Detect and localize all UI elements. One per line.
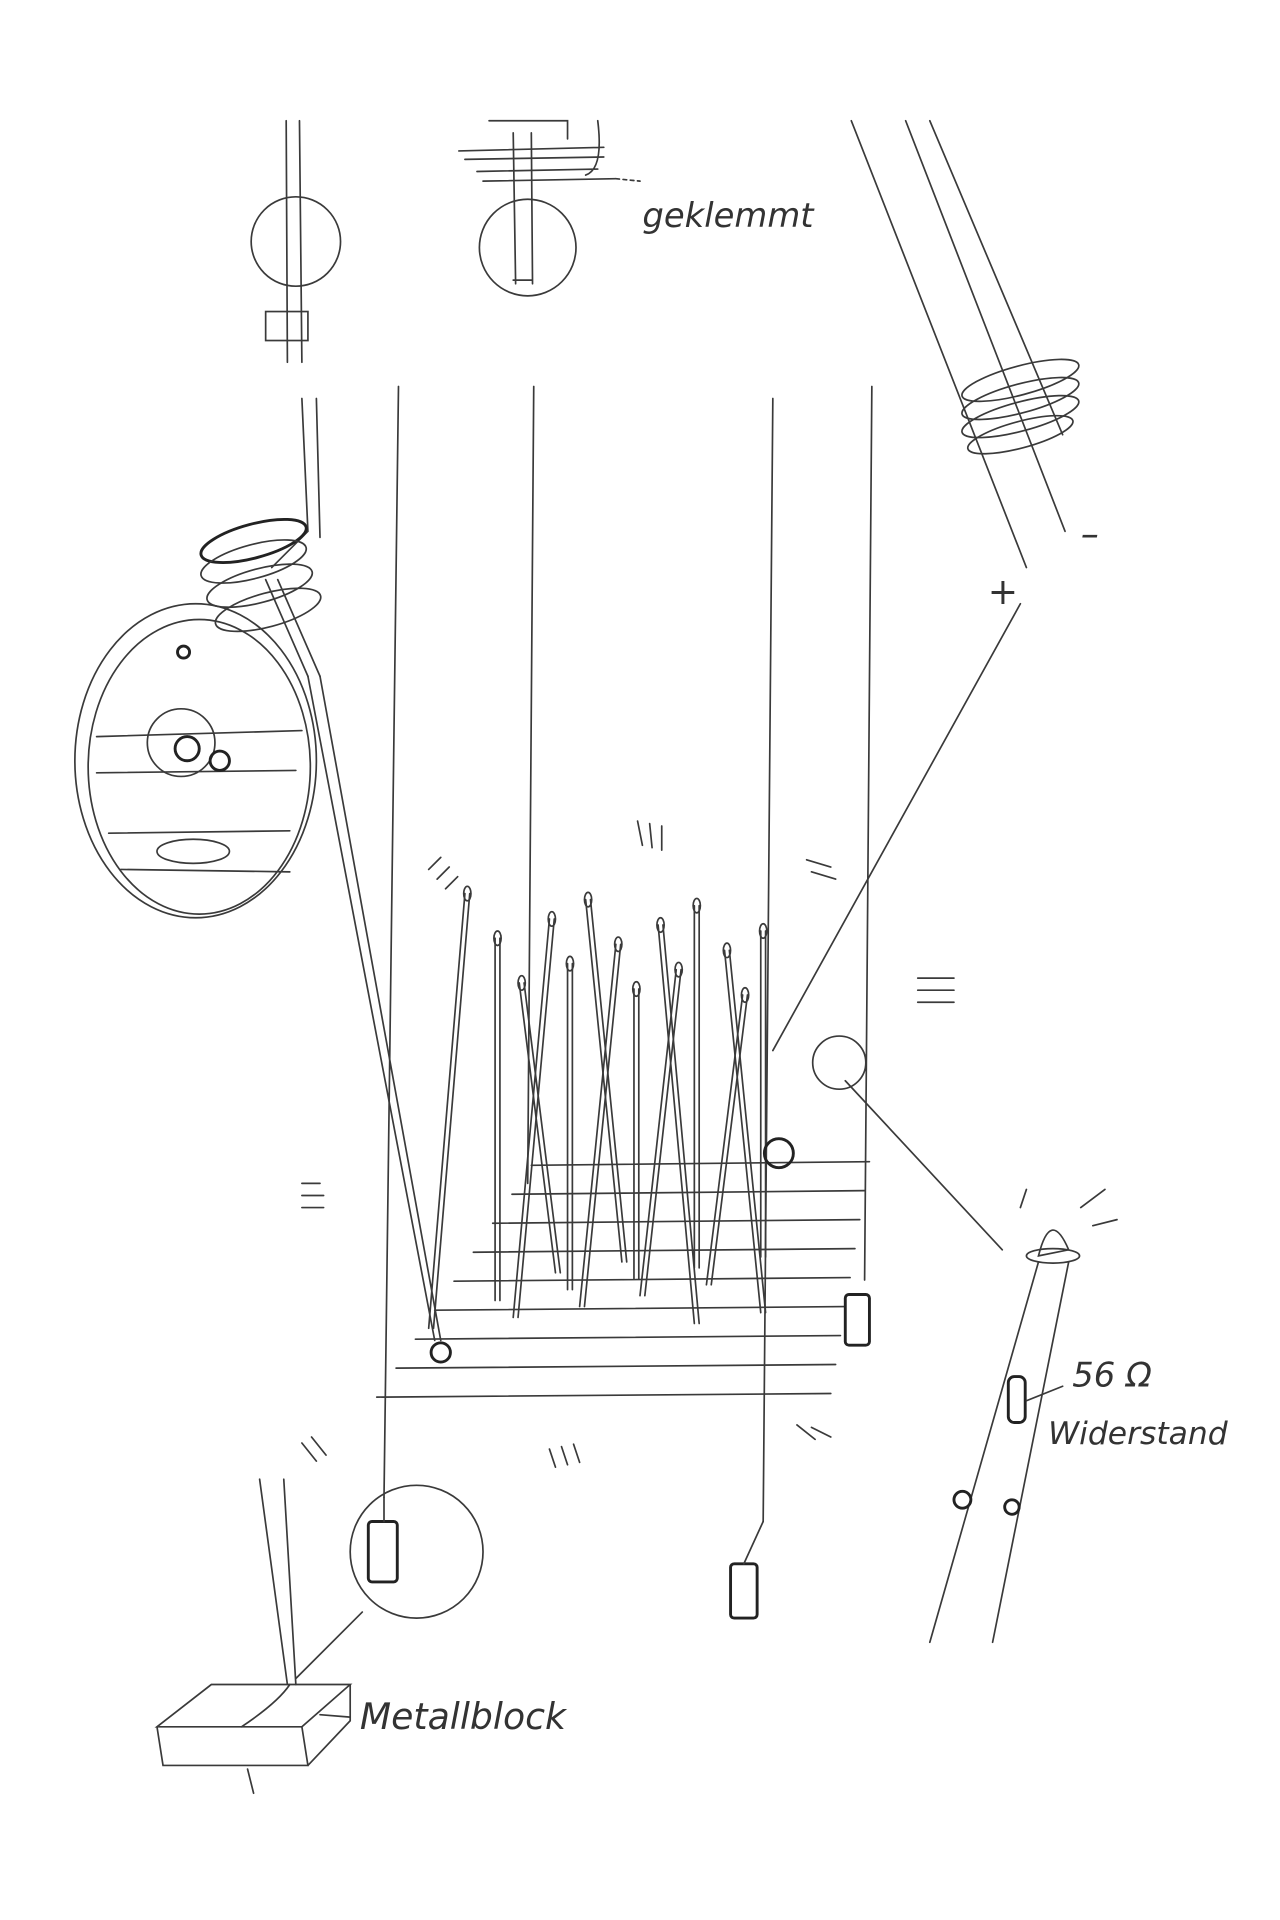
stick-tip	[462, 885, 472, 902]
grid-line	[433, 1305, 847, 1312]
stick-tip	[565, 955, 575, 972]
metal-block-label: Metallblock	[360, 1695, 568, 1738]
grid-line	[395, 1363, 837, 1369]
coil-tube: – +	[771, 119, 1099, 1052]
resistor-word-label: Widerstand	[1048, 1416, 1229, 1452]
stick	[723, 949, 767, 1314]
clamp-note-label: geklemmt	[642, 196, 815, 235]
metal-block: Metallblock	[154, 1478, 568, 1795]
stick-tip	[758, 922, 768, 940]
grid-line	[472, 1247, 856, 1254]
left-pendulum	[250, 119, 342, 364]
stick	[639, 968, 682, 1297]
stick	[578, 943, 622, 1308]
stick	[494, 937, 501, 1302]
stick	[518, 982, 562, 1274]
grid-line	[491, 1218, 861, 1225]
stick-tip	[493, 930, 502, 947]
suspension-threads	[383, 385, 873, 1523]
grid-line	[511, 1189, 866, 1196]
grid-line	[453, 1276, 851, 1283]
stick	[633, 988, 640, 1280]
cans	[349, 1035, 1004, 1620]
stick-tip	[656, 916, 665, 934]
led-resistor: 56 Ω Widerstand	[928, 1188, 1229, 1644]
stick-tip	[613, 936, 623, 953]
stick-tip	[547, 910, 557, 928]
clamped-pendulum: geklemmt	[458, 119, 815, 297]
stick	[427, 892, 471, 1330]
stick-tip	[631, 980, 641, 998]
stick	[759, 930, 767, 1258]
resistor-value-label: 56 Ω	[1072, 1355, 1152, 1394]
stick	[584, 898, 628, 1263]
stick	[657, 924, 701, 1325]
stick-tip	[722, 942, 732, 959]
motion-marks	[301, 820, 955, 1469]
minus-sign: –	[1081, 512, 1099, 555]
stick-tip	[583, 891, 593, 908]
stick	[566, 962, 574, 1291]
plus-sign: +	[988, 570, 1018, 613]
stick	[512, 918, 556, 1319]
stick	[693, 904, 701, 1269]
grid-line	[375, 1392, 832, 1398]
stick-tip	[692, 897, 702, 914]
stick	[705, 994, 749, 1286]
grid-platform	[375, 1160, 871, 1398]
left-coil	[199, 397, 322, 678]
grid-line	[530, 1160, 871, 1167]
stick-tip	[517, 974, 527, 992]
stick-tip	[674, 961, 684, 978]
grid-line	[414, 1334, 842, 1341]
magnified-detail	[74, 602, 442, 1342]
sticks-array	[427, 885, 768, 1330]
stick-tip	[740, 986, 750, 1004]
